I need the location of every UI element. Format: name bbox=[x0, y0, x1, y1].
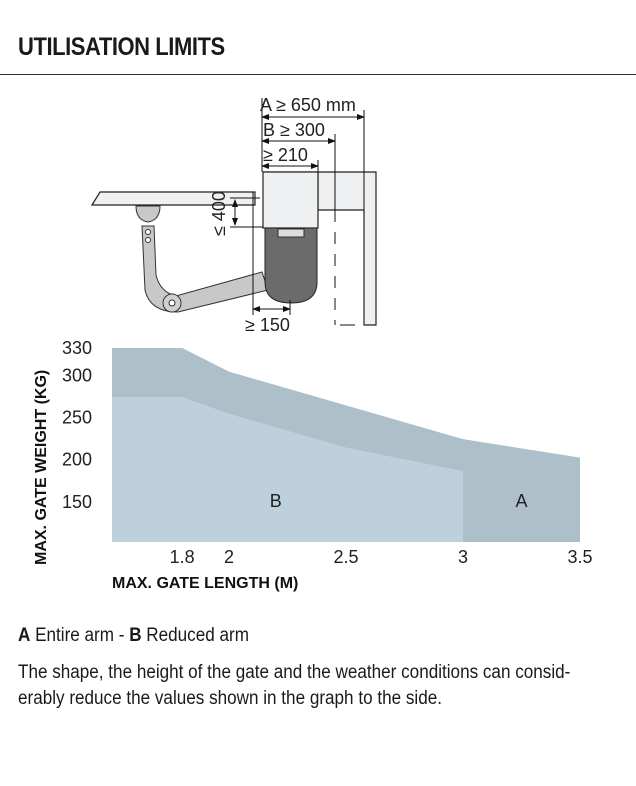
area-series-b bbox=[112, 396, 463, 542]
y-tick-label: 300 bbox=[62, 365, 92, 385]
y-tick-label: 150 bbox=[62, 492, 92, 512]
x-tick-label: 2 bbox=[224, 547, 234, 567]
motor-bracket bbox=[262, 171, 319, 229]
legend-key-a: A bbox=[18, 625, 31, 646]
legend-text-b: Reduced arm bbox=[141, 625, 249, 646]
x-tick-label: 1.8 bbox=[170, 547, 195, 567]
x-tick-label: 3 bbox=[458, 547, 468, 567]
title-divider bbox=[0, 74, 636, 75]
page-title: UTILISATION LIMITS bbox=[18, 33, 225, 61]
dim-b-label: B ≥ 300 bbox=[263, 120, 325, 140]
dim-a-label: A ≥ 650 mm bbox=[260, 95, 356, 115]
legend-text-a: Entire arm - bbox=[30, 625, 130, 646]
series-label-a: A bbox=[515, 491, 527, 511]
x-tick-label: 2.5 bbox=[333, 547, 358, 567]
arm bbox=[141, 225, 269, 313]
dim-400-label: ≤ 400 bbox=[209, 191, 229, 236]
legend-key-b: B bbox=[129, 625, 142, 646]
y-tick-label: 200 bbox=[62, 450, 92, 470]
dim-210-label: ≥ 210 bbox=[263, 145, 308, 165]
gate-bracket bbox=[135, 205, 161, 223]
y-tick-label: 330 bbox=[62, 338, 92, 358]
legend-caption: A Entire arm - B Reduced arm bbox=[18, 625, 249, 647]
motor-body bbox=[264, 227, 318, 304]
note-text: The shape, the height of the gate and th… bbox=[18, 662, 571, 709]
y-axis-label: MAX. GATE WEIGHT (KG) bbox=[33, 370, 50, 565]
gate-leaf bbox=[90, 191, 256, 206]
x-tick-label: 3.5 bbox=[567, 547, 592, 567]
y-tick-label: 250 bbox=[62, 407, 92, 427]
dim-150-label: ≥ 150 bbox=[245, 315, 290, 335]
weight-length-chart: A B 1.8 2 2.5 3 3.5 330 300 250 200 150 bbox=[62, 338, 593, 567]
x-axis-label: MAX. GATE LENGTH (M) bbox=[112, 575, 298, 592]
series-label-b: B bbox=[270, 491, 282, 511]
